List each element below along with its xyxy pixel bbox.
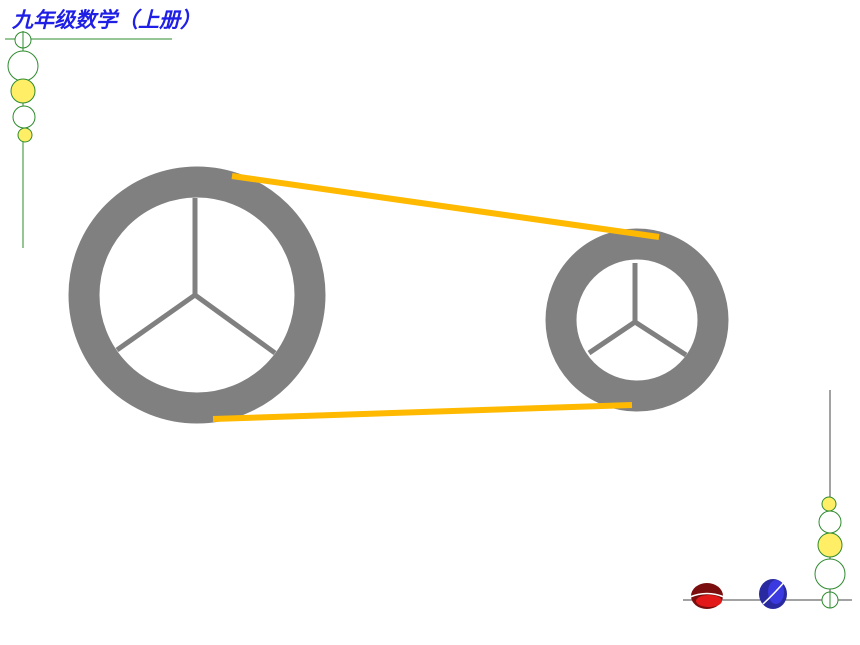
bottom-right-vine-decoration xyxy=(683,390,852,609)
next-slide-icon[interactable] xyxy=(759,579,787,609)
page-title: 九年级数学（上册） xyxy=(12,8,201,32)
lower-belt xyxy=(212,402,633,422)
upper-belt xyxy=(231,173,660,240)
large-pulley-wheel xyxy=(68,166,326,424)
small-pulley-wheel xyxy=(545,228,729,412)
top-left-vine-decoration xyxy=(5,31,172,248)
previous-slide-icon[interactable] xyxy=(689,583,725,609)
